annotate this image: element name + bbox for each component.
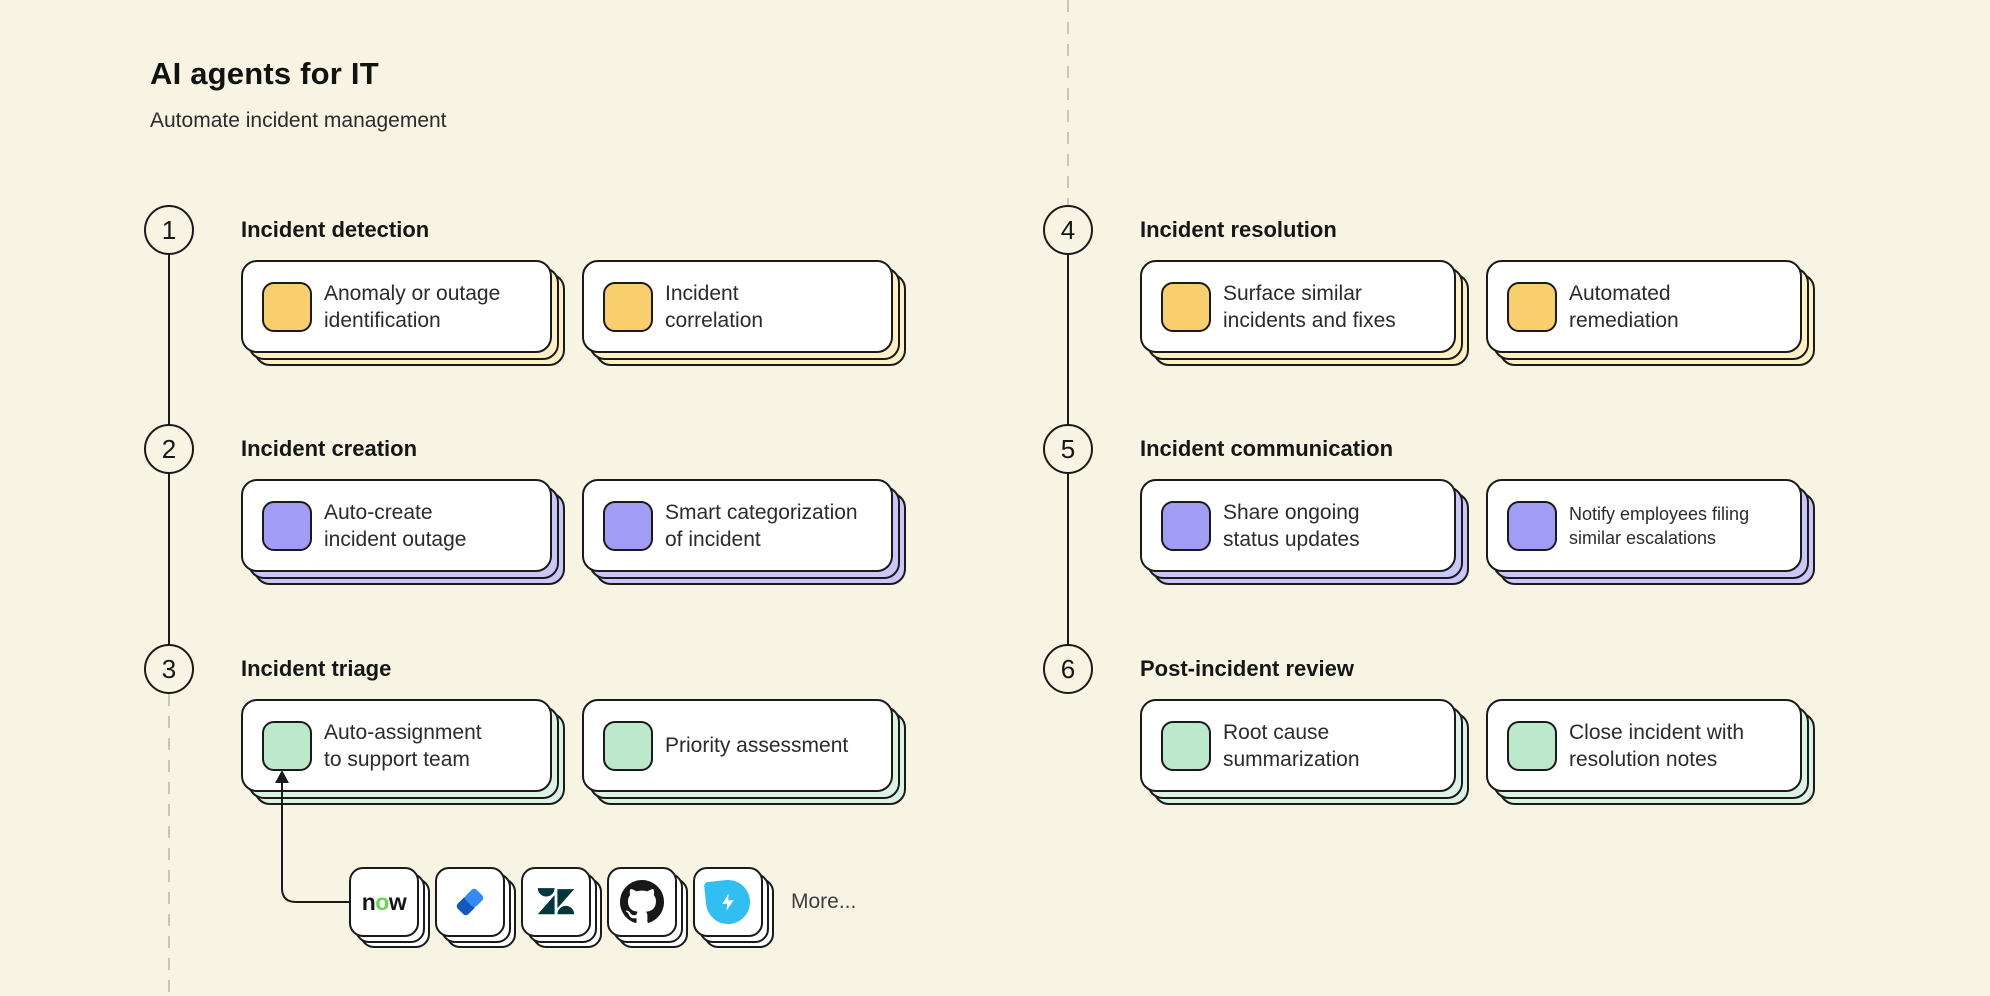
page-header: AI agents for IT Automate incident manag…: [150, 56, 447, 133]
step-cards: Auto-create incident outage Smart categor…: [241, 479, 906, 585]
task-card: Anomaly or outage identification: [241, 260, 565, 366]
step-number-badge: 2: [144, 424, 194, 474]
purple-chip-icon: [262, 500, 312, 551]
task-card: Priority assessment: [582, 699, 906, 805]
step-title: Post-incident review: [1140, 656, 1354, 681]
step-number-badge: 4: [1043, 205, 1093, 255]
task-card: Close incident with resolution notes: [1486, 699, 1815, 805]
purple-chip-icon: [1507, 500, 1557, 551]
integration-tile-servicenow: now: [349, 867, 430, 948]
arrowhead-icon: [275, 770, 289, 783]
tile-face: [435, 867, 505, 937]
card-label: Incident correlation: [665, 281, 764, 332]
card-label: Auto-create incident outage: [324, 500, 467, 551]
tile-face: [607, 867, 677, 937]
servicenow-logo-icon: now: [361, 888, 407, 915]
card-label: Anomaly or outage identification: [324, 281, 501, 332]
tile-face: [693, 867, 763, 937]
card-face: Auto-create incident outage: [241, 479, 552, 572]
purple-chip-icon: [603, 500, 653, 551]
integration-tile-zendesk: [521, 867, 602, 948]
step-number-badge: 1: [144, 205, 194, 255]
task-card: Surface similar incidents and fixes: [1140, 260, 1469, 366]
task-card: Root cause summarization: [1140, 699, 1469, 805]
integration-tiles: now: [349, 867, 774, 948]
page-title: AI agents for IT: [150, 56, 379, 91]
card-face: Surface similar incidents and fixes: [1140, 260, 1456, 353]
card-face: Incident correlation: [582, 260, 893, 353]
github-logo-icon: [620, 880, 664, 923]
step-title: Incident triage: [241, 656, 392, 681]
card-label: Notify employees filing similar escalati…: [1569, 503, 1750, 548]
green-chip-icon: [603, 720, 653, 771]
task-card: Share ongoing status updates: [1140, 479, 1469, 585]
integration-arrow: [275, 770, 354, 903]
page-subtitle: Automate incident management: [150, 109, 447, 132]
tile-face: [521, 867, 591, 937]
integrations-row: now More...: [349, 867, 857, 948]
step-number-badge: 3: [144, 644, 194, 694]
task-card: Automated remediation: [1486, 260, 1815, 366]
zendesk-logo-icon: [537, 888, 575, 915]
integration-tile-freshservice: [693, 867, 774, 948]
card-face: Close incident with resolution notes: [1486, 699, 1802, 792]
card-face: Priority assessment: [582, 699, 893, 792]
yellow-chip-icon: [1161, 281, 1211, 332]
yellow-chip-icon: [603, 281, 653, 332]
yellow-chip-icon: [1507, 281, 1557, 332]
jira-logo-icon: [456, 888, 484, 916]
integration-tile-github: [607, 867, 688, 948]
step-number-badge: 6: [1043, 644, 1093, 694]
step-title: Incident creation: [241, 436, 418, 461]
step-cards: Anomaly or outage identification Incident…: [241, 260, 906, 366]
card-face: Smart categorization of incident: [582, 479, 893, 572]
step-cards: Surface similar incidents and fixes Autom…: [1140, 260, 1815, 366]
card-label: Smart categorization of incident: [665, 500, 858, 551]
step-title: Incident communication: [1140, 436, 1394, 461]
task-card: Smart categorization of incident: [582, 479, 906, 585]
yellow-chip-icon: [262, 281, 312, 332]
step-cards: Root cause summarization Close incident w…: [1140, 699, 1815, 805]
green-chip-icon: [1161, 720, 1211, 771]
task-card: Auto-create incident outage: [241, 479, 565, 585]
task-card: Incident correlation: [582, 260, 906, 366]
more-label: More...: [791, 890, 857, 913]
step-title: Incident resolution: [1140, 217, 1337, 242]
card-label: Surface similar incidents and fixes: [1223, 281, 1396, 332]
step-cards: Share ongoing status updates Notify emplo…: [1140, 479, 1815, 585]
integration-tile-jira: [435, 867, 516, 948]
card-face: Auto-assignment to support team: [241, 699, 552, 792]
tile-face: now: [349, 867, 419, 937]
step-number-badge: 5: [1043, 424, 1093, 474]
card-face: Root cause summarization: [1140, 699, 1456, 792]
green-chip-icon: [1507, 720, 1557, 771]
dashed-connector-top-right: [1067, 0, 1069, 205]
task-card: Notify employees filing similar escalati…: [1486, 479, 1815, 585]
card-label: Automated remediation: [1569, 281, 1679, 332]
purple-chip-icon: [1161, 500, 1211, 551]
card-face: Anomaly or outage identification: [241, 260, 552, 353]
card-label: Root cause summarization: [1223, 720, 1360, 771]
card-label: Close incident with resolution notes: [1569, 720, 1745, 771]
dashed-connector-bottom-left: [168, 694, 170, 996]
card-face: Notify employees filing similar escalati…: [1486, 479, 1802, 572]
card-face: Share ongoing status updates: [1140, 479, 1456, 572]
freshservice-logo-icon: [703, 877, 753, 927]
task-card: Auto-assignment to support team: [241, 699, 565, 805]
card-label: Share ongoing status updates: [1223, 500, 1360, 551]
card-face: Automated remediation: [1486, 260, 1802, 353]
green-chip-icon: [262, 720, 312, 771]
card-label: Priority assessment: [665, 734, 849, 757]
step-title: Incident detection: [241, 217, 430, 242]
card-label: Auto-assignment to support team: [324, 720, 482, 771]
step-cards: Auto-assignment to support team Priority …: [241, 699, 906, 805]
